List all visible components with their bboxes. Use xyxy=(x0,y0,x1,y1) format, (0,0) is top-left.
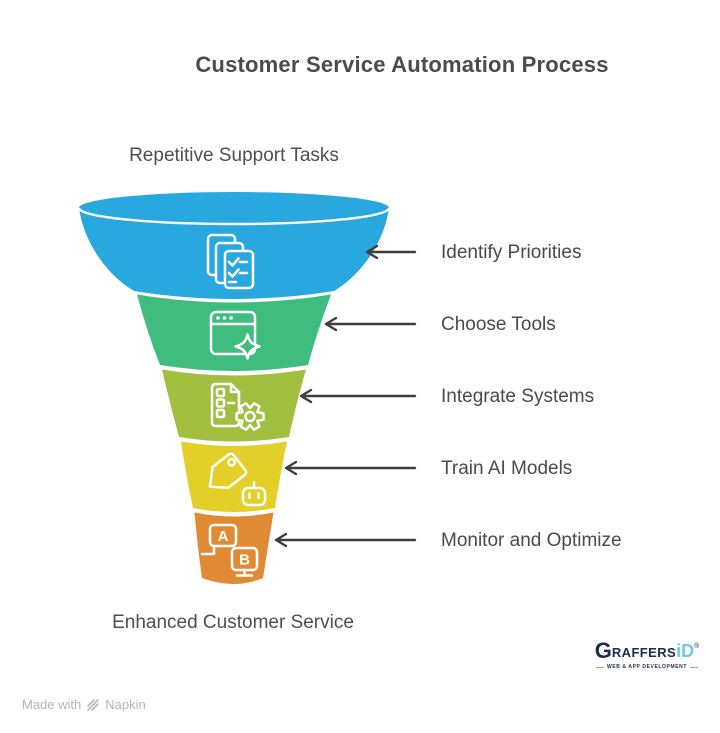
funnel-bottom-label: Enhanced Customer Service xyxy=(112,612,354,633)
svg-text:A: A xyxy=(218,528,229,545)
stage-label-1: Identify Priorities xyxy=(441,242,582,263)
stage-label-3: Integrate Systems xyxy=(441,386,595,407)
logo-text: RAFFERS xyxy=(611,645,677,660)
documents-checklist-icon xyxy=(206,233,255,290)
browser-sparkle-icon xyxy=(209,310,261,360)
funnel-top-label: Repetitive Support Tasks xyxy=(129,145,339,166)
graffersid-logo: GRAFFERSiD® WEB & APP DEVELOPMENT xyxy=(588,640,706,670)
registered-mark: ® xyxy=(694,643,700,650)
stage-label-5: Monitor and Optimize xyxy=(441,530,622,551)
arrow-stage-5 xyxy=(274,532,417,548)
funnel-stage-2 xyxy=(137,294,331,371)
arrow-stage-3 xyxy=(299,388,417,404)
stage-label-4: Train AI Models xyxy=(441,458,573,479)
document-gear-icon xyxy=(210,382,265,431)
arrow-stage-1 xyxy=(365,244,417,260)
price-tag-robot-icon xyxy=(208,452,267,507)
made-with-text: Made with xyxy=(22,697,82,712)
stage-label-2: Choose Tools xyxy=(441,314,556,335)
logo-tagline: WEB & APP DEVELOPMENT xyxy=(606,664,688,670)
funnel-rim-highlight xyxy=(77,207,391,226)
page-title: Customer Service Automation Process xyxy=(195,52,609,77)
tagline-dash-right xyxy=(690,667,699,668)
arrow-stage-2 xyxy=(324,316,417,332)
tagline-dash-left xyxy=(595,667,604,668)
made-with-napkin: Made with Napkin xyxy=(22,697,146,712)
logo-accent-text: iD xyxy=(676,641,695,661)
napkin-text: Napkin xyxy=(105,697,146,712)
arrow-stage-4 xyxy=(284,460,417,476)
svg-text:B: B xyxy=(239,552,250,569)
napkin-flash-icon xyxy=(87,698,100,711)
ab-test-monitors-icon: A B xyxy=(200,523,259,577)
logo-letter-g: G xyxy=(594,638,612,663)
